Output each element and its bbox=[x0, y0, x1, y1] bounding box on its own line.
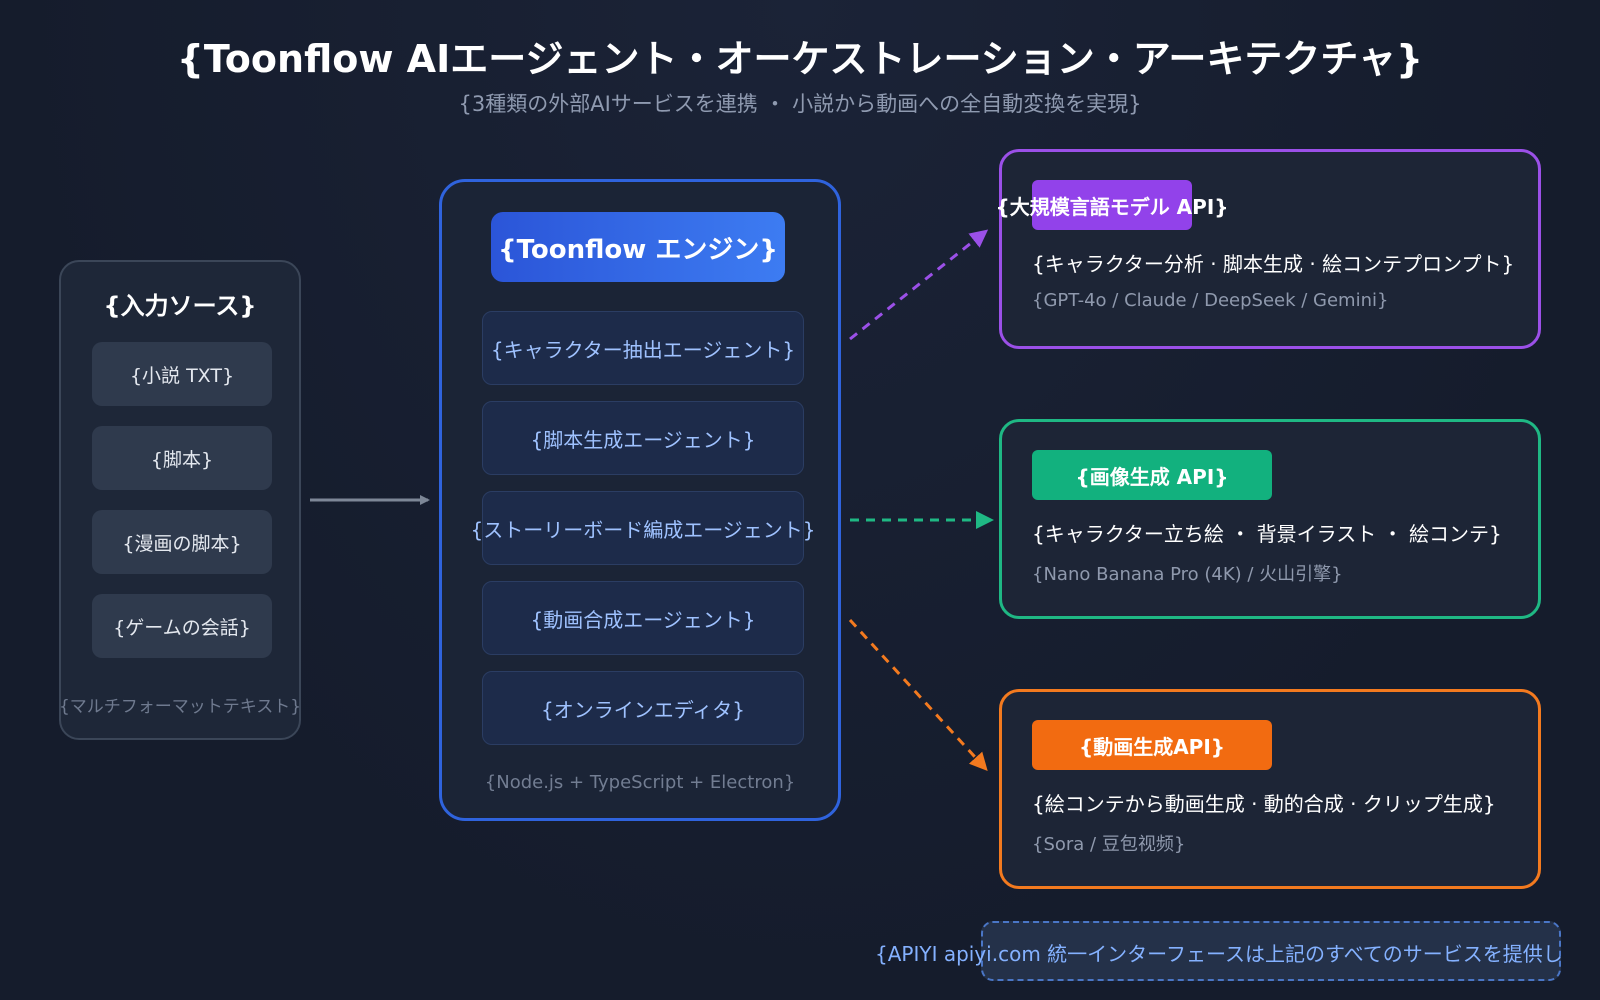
image-service-models: {Nano Banana Pro (4K) / 火山引擎} bbox=[1032, 564, 1343, 585]
image-service-badge: {画像生成 API} bbox=[1032, 450, 1272, 500]
page-subtitle: {3種類の外部AIサービスを連携 ・ 小説から動画への全自動変換を実現} bbox=[458, 92, 1142, 116]
agent-storyboard: {ストーリーボード編成エージェント} bbox=[470, 491, 816, 565]
unified-interface-box bbox=[981, 921, 1561, 981]
llm-service-box: {大規模言語モデル API} {キャラクター分析 · 脚本生成 · 絵コンテプロ… bbox=[995, 149, 1541, 349]
image-service-description: {キャラクター立ち絵 ・ 背景イラスト ・ 絵コンテ} bbox=[1032, 522, 1502, 546]
agent-video-synthesis: {動画合成エージェント} bbox=[482, 581, 804, 655]
engine-panel: {Toonflow エンジン} {キャラクター抽出エージェント} {脚本生成エー… bbox=[439, 179, 841, 821]
input-item-script: {脚本} bbox=[92, 426, 272, 490]
agent-character-extraction: {キャラクター抽出エージェント} bbox=[482, 311, 804, 385]
input-item-manga-script: {漫画の脚本} bbox=[92, 510, 272, 574]
engine-to-video-arrow bbox=[848, 618, 988, 771]
video-service-badge: {動画生成API} bbox=[1032, 720, 1272, 770]
agent-script-generation: {脚本生成エージェント} bbox=[482, 401, 804, 475]
agent-online-editor: {オンラインエディタ} bbox=[482, 671, 804, 745]
video-service-models: {Sora / 豆包视频} bbox=[1032, 834, 1186, 855]
video-service-box: {動画生成API} {絵コンテから動画生成 · 動的合成 · クリップ生成} {… bbox=[999, 689, 1541, 889]
unified-interface-text: {APIYI apiyi.com 統一インターフェースは上記のすべてのサービスを… bbox=[875, 942, 1563, 966]
input-item-game-dialogue: {ゲームの会話} bbox=[92, 594, 272, 658]
image-service-box: {画像生成 API} {キャラクター立ち絵 ・ 背景イラスト ・ 絵コンテ} {… bbox=[999, 419, 1541, 619]
input-sources-footer: {マルチフォーマットテキスト} bbox=[58, 697, 302, 717]
page-title: {Toonflow AIエージェント・オーケストレーション・アーキテクチャ} bbox=[176, 37, 1424, 81]
llm-service-description: {キャラクター分析 · 脚本生成 · 絵コンテプロンプト} bbox=[1032, 252, 1515, 276]
input-sources-panel: {入力ソース} {小説 TXT} {脚本} {漫画の脚本} {ゲームの会話} {… bbox=[59, 260, 301, 740]
video-service-description: {絵コンテから動画生成 · 動的合成 · クリップ生成} bbox=[1032, 792, 1496, 816]
llm-service-models: {GPT-4o / Claude / DeepSeek / Gemini} bbox=[1032, 290, 1389, 311]
engine-tech-stack: {Node.js + TypeScript + Electron} bbox=[484, 772, 796, 793]
engine-to-llm-arrow bbox=[849, 229, 989, 341]
engine-title: {Toonflow エンジン} bbox=[491, 212, 785, 282]
input-sources-title: {入力ソース} bbox=[103, 292, 257, 320]
input-item-novel: {小説 TXT} bbox=[92, 342, 272, 406]
llm-service-badge: {大規模言語モデル API} bbox=[995, 180, 1229, 230]
